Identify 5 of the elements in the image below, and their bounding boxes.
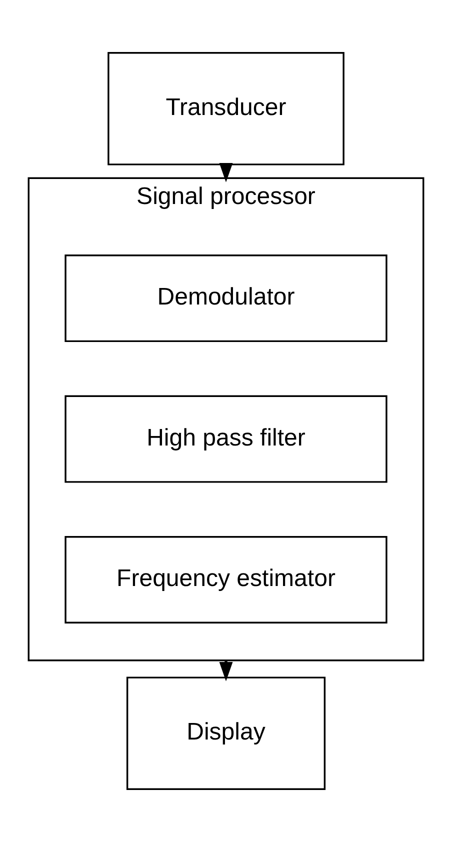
arrow — [219, 662, 233, 681]
node-box: Frequency estimator — [64, 535, 388, 624]
node-box: Display — [126, 676, 326, 790]
node-box: High pass filter — [64, 394, 388, 482]
node-box: Demodulator — [64, 254, 388, 342]
